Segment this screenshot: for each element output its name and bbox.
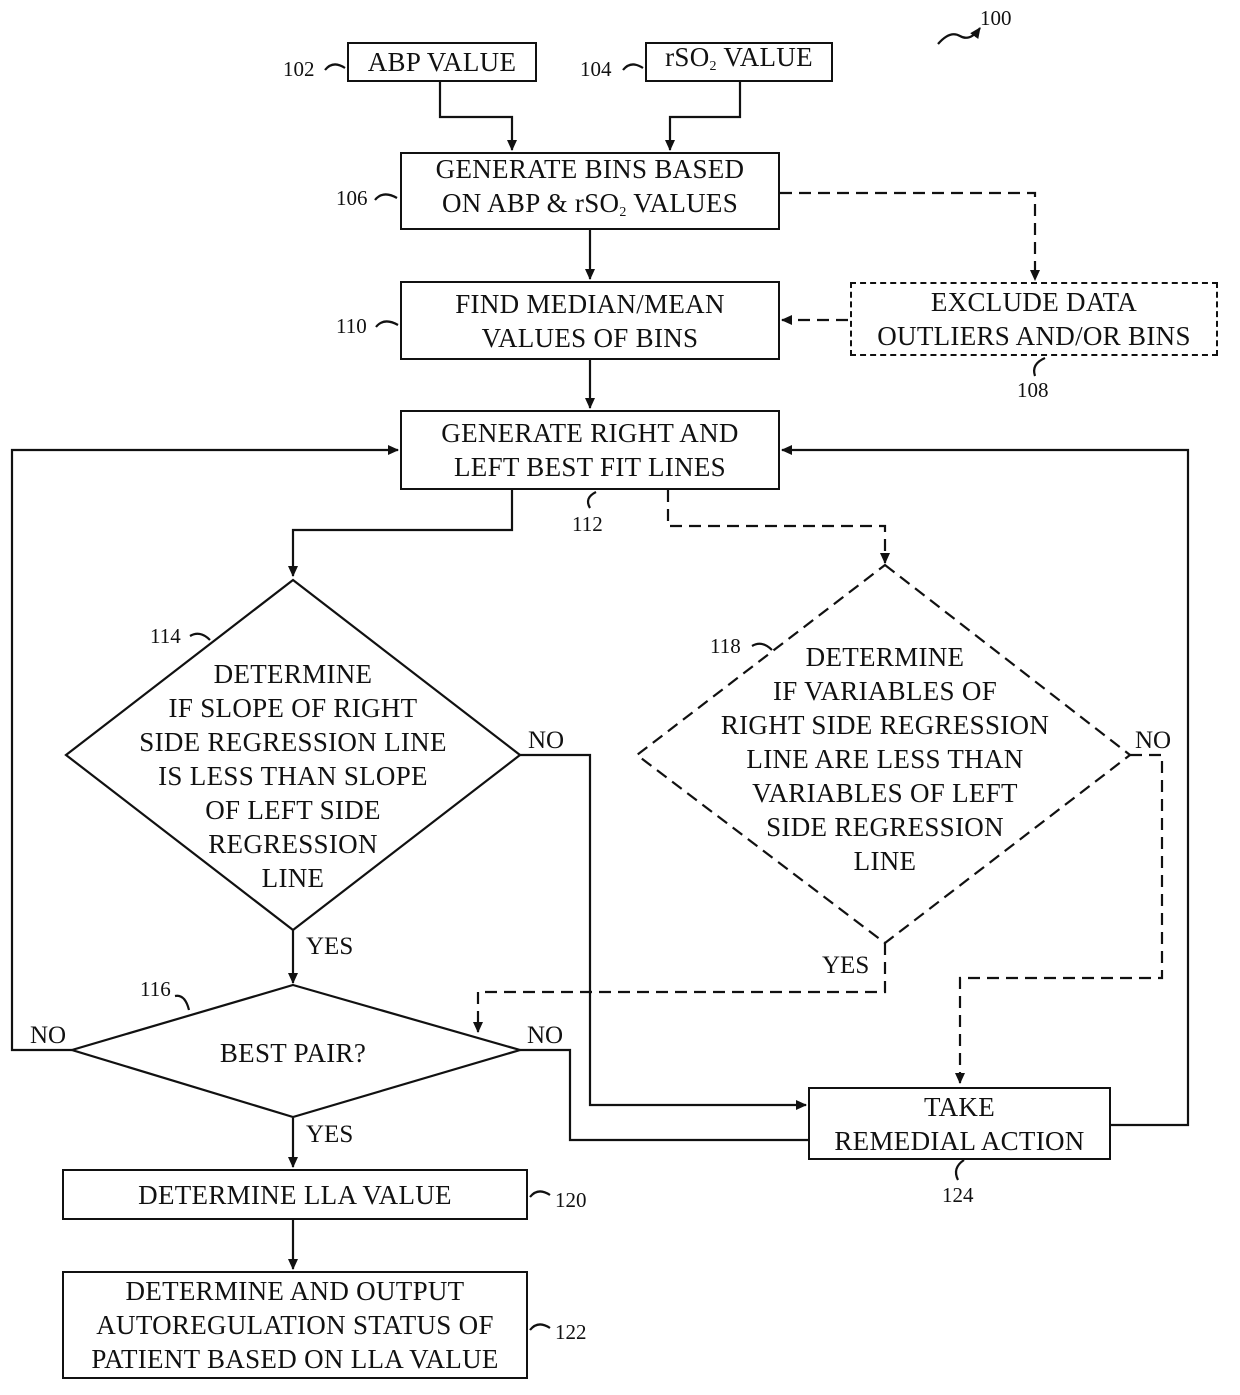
bins-line2-suffix: VALUES <box>627 188 738 218</box>
edge-abp-to-bins <box>440 82 512 150</box>
edge-bins-to-exclude <box>780 193 1035 280</box>
ref-114: 114 <box>150 624 181 649</box>
rso2-sub: 2 <box>710 59 717 74</box>
bins-line2-prefix: ON ABP & rSO <box>442 188 619 218</box>
best-pair-text: BEST PAIR? <box>143 1036 443 1070</box>
slope-line: IS LESS THAN SLOPE <box>93 759 493 793</box>
exclude-line2: OUTLIERS AND/OR BINS <box>877 319 1191 353</box>
determine-lla-text: DETERMINE LLA VALUE <box>138 1178 452 1212</box>
slope-yes-label: YES <box>306 933 353 961</box>
variables-no-label: NO <box>1135 727 1171 755</box>
abp-value-box: ABP VALUE <box>347 42 537 82</box>
best-fit-line2: LEFT BEST FIT LINES <box>454 450 726 484</box>
remedial-action-box: TAKE REMEDIAL ACTION <box>808 1087 1111 1160</box>
pair-no-left-label: NO <box>30 1022 66 1050</box>
slope-line: OF LEFT SIDE <box>93 793 493 827</box>
exclude-line1: EXCLUDE DATA <box>931 285 1137 319</box>
ref-102: 102 <box>283 57 315 82</box>
find-median-line2: VALUES OF BINS <box>482 321 699 355</box>
slope-line: LINE <box>93 861 493 895</box>
slope-line: IF SLOPE OF RIGHT <box>93 691 493 725</box>
ref-leader-106 <box>375 194 397 200</box>
variables-line: IF VARIABLES OF <box>675 674 1095 708</box>
rso2-prefix: rSO <box>665 42 709 72</box>
status-line: DETERMINE AND OUTPUT <box>126 1274 465 1308</box>
ref-112: 112 <box>572 512 603 537</box>
edge-pair-no-to-remedial <box>520 1050 810 1140</box>
variables-line: VARIABLES OF LEFT <box>675 776 1095 810</box>
bins-line2-sub: 2 <box>619 205 626 220</box>
abp-value-text: ABP VALUE <box>368 45 516 79</box>
ref-leader-104 <box>623 64 643 70</box>
ref-124: 124 <box>942 1183 974 1208</box>
ref-leader-114 <box>190 634 210 640</box>
variables-decision-text: DETERMINE IF VARIABLES OF RIGHT SIDE REG… <box>675 640 1095 878</box>
generate-bins-line1: GENERATE BINS BASED <box>436 152 745 186</box>
slope-decision-text: DETERMINE IF SLOPE OF RIGHT SIDE REGRESS… <box>93 657 493 895</box>
status-line: AUTOREGULATION STATUS OF <box>96 1308 494 1342</box>
pair-yes-label: YES <box>306 1121 353 1149</box>
ref-116: 116 <box>140 977 171 1002</box>
ref-106: 106 <box>336 186 368 211</box>
remedial-line2: REMEDIAL ACTION <box>834 1124 1084 1158</box>
ref-leader-116 <box>175 996 189 1010</box>
slope-no-label: NO <box>528 727 564 755</box>
variables-line: LINE ARE LESS THAN <box>675 742 1095 776</box>
ref-108: 108 <box>1017 378 1049 403</box>
figure-ref-label: 100 <box>980 6 1012 31</box>
ref-104: 104 <box>580 57 612 82</box>
variables-line: LINE <box>675 844 1095 878</box>
rso2-value-text: rSO2 VALUE <box>665 40 813 84</box>
exclude-outliers-box: EXCLUDE DATA OUTLIERS AND/OR BINS <box>850 282 1218 356</box>
variables-line: RIGHT SIDE REGRESSION <box>675 708 1095 742</box>
status-line: PATIENT BASED ON LLA VALUE <box>91 1342 498 1376</box>
ref-leader-108 <box>1034 358 1045 376</box>
ref-leader-122 <box>530 1324 550 1330</box>
autoregulation-status-box: DETERMINE AND OUTPUT AUTOREGULATION STAT… <box>62 1271 528 1379</box>
edge-rso2-to-bins <box>670 82 740 150</box>
rso2-suffix: VALUE <box>717 42 813 72</box>
generate-bins-box: GENERATE BINS BASED ON ABP & rSO2 VALUES <box>400 152 780 230</box>
variables-yes-label: YES <box>822 952 869 980</box>
slope-line: DETERMINE <box>93 657 493 691</box>
ref-110: 110 <box>336 314 367 339</box>
ref-leader-102 <box>325 64 345 70</box>
ref-leader-112 <box>588 492 596 508</box>
pair-no-right-label: NO <box>527 1022 563 1050</box>
variables-line: SIDE REGRESSION <box>675 810 1095 844</box>
best-fit-lines-box: GENERATE RIGHT AND LEFT BEST FIT LINES <box>400 410 780 490</box>
ref-leader-124 <box>956 1160 964 1180</box>
find-median-line1: FIND MEDIAN/MEAN <box>455 287 725 321</box>
ref-leader-120 <box>530 1191 550 1197</box>
ref-leader-110 <box>376 321 398 327</box>
find-median-box: FIND MEDIAN/MEAN VALUES OF BINS <box>400 281 780 360</box>
ref-leader-100 <box>938 28 980 44</box>
slope-line: SIDE REGRESSION LINE <box>93 725 493 759</box>
slope-line: REGRESSION <box>93 827 493 861</box>
edge-fit-to-variables <box>668 490 885 563</box>
variables-line: DETERMINE <box>675 640 1095 674</box>
generate-bins-line2: ON ABP & rSO2 VALUES <box>442 186 738 230</box>
remedial-line1: TAKE <box>924 1090 995 1124</box>
best-fit-line1: GENERATE RIGHT AND <box>441 416 738 450</box>
edge-fit-to-slope <box>293 490 512 576</box>
rso2-value-box: rSO2 VALUE <box>645 42 833 82</box>
determine-lla-box: DETERMINE LLA VALUE <box>62 1169 528 1220</box>
ref-122: 122 <box>555 1320 587 1345</box>
ref-120: 120 <box>555 1188 587 1213</box>
